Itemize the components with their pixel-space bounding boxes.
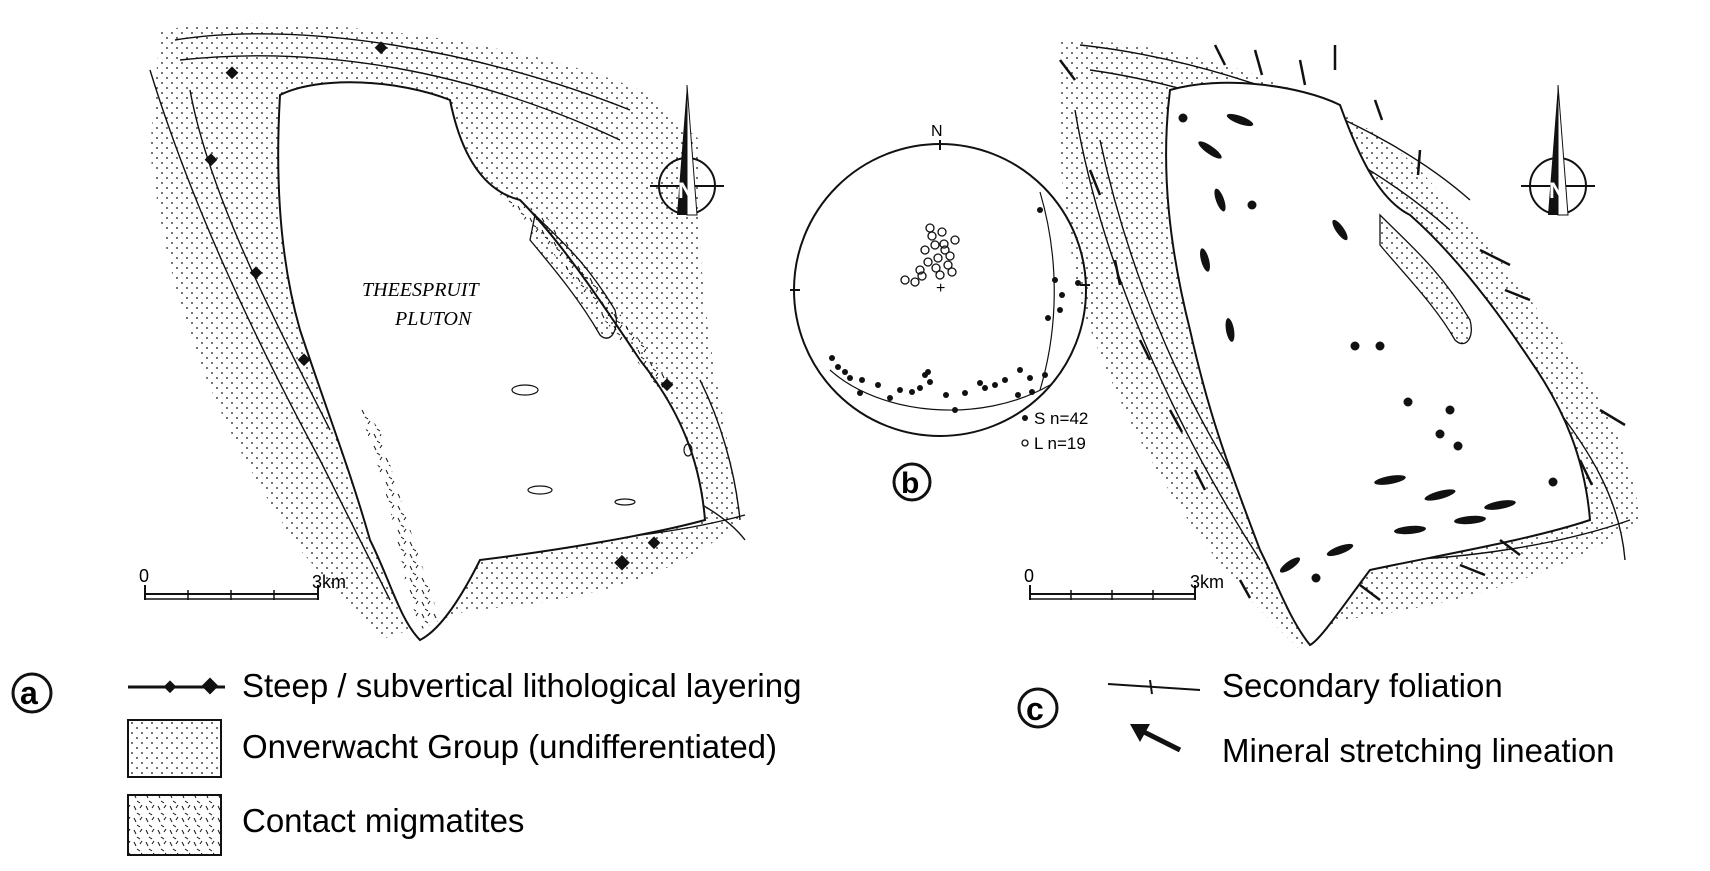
- stereonet-center-cross: +: [936, 280, 945, 297]
- lineation-arrows-c: [1059, 44, 1626, 601]
- foliation-symbol-icon: [1107, 679, 1201, 695]
- map-panel-a: THEESPRUIT PLUTON N 0 3km: [139, 23, 746, 642]
- legend-a: a Steep / subvertical lithological layer…: [11, 667, 801, 856]
- north-arrow-icon: N: [650, 84, 724, 216]
- scale-zero-a: 0: [139, 566, 149, 586]
- legend-lineation-label: Mineral stretching lineation: [1222, 732, 1615, 769]
- stereonet-north-label: N: [931, 123, 943, 140]
- panel-letter-c: c: [1017, 687, 1059, 729]
- stereonet-l-label: L n=19: [1034, 434, 1086, 453]
- xenoliths-a: [511, 384, 693, 506]
- lineation-arrow-icon: [1130, 724, 1182, 753]
- greenstone-enclave-c: [1379, 213, 1472, 345]
- l-lineations: [900, 223, 960, 287]
- panel-letter-a: a: [11, 672, 53, 714]
- scale-end-c: 3km: [1190, 572, 1224, 592]
- migmatite-zone-west-a: [355, 400, 440, 630]
- theespruit-pluton-outline-a: [277, 81, 707, 642]
- legend-layering-label: Steep / subvertical lithological layerin…: [242, 667, 801, 704]
- greenstone-enclave-a: [529, 213, 617, 339]
- scale-end-a: 3km: [312, 572, 346, 592]
- migmatite-swatch: [127, 794, 222, 856]
- pluton-outline-c: [1165, 81, 1592, 647]
- legend-migmatites-label: Contact migmatites: [242, 802, 524, 839]
- legend-onverwacht-label: Onverwacht Group (undifferentiated): [242, 728, 777, 765]
- panel-letter-b: b: [892, 462, 932, 502]
- foliation-ellipses-c: [1198, 113, 1516, 573]
- stereonet-s-label: S n=42: [1034, 409, 1088, 428]
- map-panel-c: N 0 3km: [1024, 40, 1640, 650]
- scale-zero-c: 0: [1024, 566, 1034, 586]
- layering-symbol-icon: [128, 677, 225, 695]
- panel-b-letter-text: b: [901, 467, 919, 500]
- stereonet-legend: S n=42 L n=19: [1021, 409, 1088, 453]
- layering-lines-a: [149, 33, 746, 601]
- stereonet-b: N + S n: [790, 123, 1090, 502]
- legend-c: c Secondary foliation Mineral stretching…: [1017, 667, 1615, 769]
- scale-bar-a: 0 3km: [139, 566, 346, 600]
- north-arrow-label: N: [678, 178, 694, 203]
- scale-bar-c: 0 3km: [1024, 566, 1224, 600]
- north-arrow-label-c: N: [1549, 178, 1565, 203]
- pluton-name-line2: PLUTON: [394, 308, 473, 330]
- panel-a-letter-text: a: [20, 675, 38, 711]
- north-arrow-icon-c: N: [1521, 84, 1595, 216]
- s-poles: [829, 207, 1081, 413]
- panel-c-letter-text: c: [1026, 691, 1044, 727]
- pluton-name-line1: THEESPRUIT: [362, 279, 481, 301]
- onverwacht-swatch: [127, 719, 222, 778]
- legend-foliation-label: Secondary foliation: [1222, 667, 1503, 704]
- dots-c: [1178, 113, 1558, 583]
